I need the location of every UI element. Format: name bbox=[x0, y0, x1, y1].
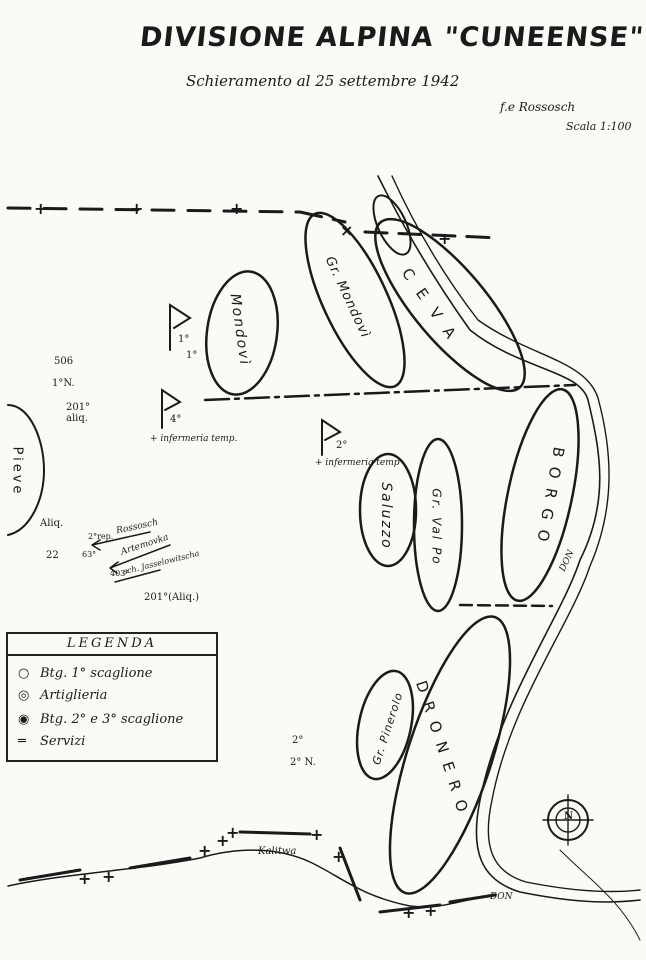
flag-4 bbox=[161, 388, 182, 429]
river-don-bank bbox=[391, 175, 641, 893]
sector-gr-mondovi bbox=[304, 211, 406, 389]
legend-title: LEGENDA bbox=[8, 634, 216, 656]
legend-box: LEGENDA ○Btg. 1° scaglione ◎Artiglieria … bbox=[6, 632, 218, 762]
river-don bbox=[377, 175, 641, 903]
svg-text:+: + bbox=[102, 867, 115, 886]
sector-ceva-inner bbox=[372, 194, 412, 256]
sector-dronero bbox=[388, 615, 512, 895]
svg-text:+: + bbox=[438, 229, 451, 248]
service-201b: 201°(Aliq.) bbox=[144, 592, 200, 603]
svg-text:+: + bbox=[216, 831, 229, 850]
flag-1 bbox=[169, 303, 192, 351]
label-gr-val-po: Gr. Val Po bbox=[429, 488, 444, 566]
svg-text:+: + bbox=[34, 199, 47, 218]
front-line-top bbox=[6, 206, 302, 214]
infirmary-temp-2: + infermeria temp bbox=[315, 458, 400, 468]
sector-pieve bbox=[7, 404, 46, 536]
service-63: 63° bbox=[82, 550, 97, 559]
sector-saluzzo bbox=[358, 452, 418, 568]
label-pieve: Pieve bbox=[9, 446, 25, 497]
boundary-line-mid bbox=[203, 383, 577, 402]
arrow-artemovka bbox=[109, 544, 171, 574]
map-title: DIVISIONE ALPINA "CUNEENSE" bbox=[138, 22, 646, 53]
marker-2n: 2° N. bbox=[290, 757, 316, 768]
river-label-don-2: DON bbox=[490, 892, 513, 902]
river-label-kalitwa: Kalitwa bbox=[258, 846, 297, 857]
service-403: 403° bbox=[110, 569, 130, 578]
marker-1-infirmary: 1° bbox=[186, 350, 198, 361]
svg-text:+: + bbox=[332, 847, 345, 866]
sector-ceva bbox=[374, 217, 526, 393]
service-2rep: 2°rep. bbox=[88, 532, 114, 541]
svg-text:+: + bbox=[78, 869, 91, 888]
legend-item-1: ○Btg. 1° scaglione bbox=[18, 666, 153, 681]
service-aliq: Aliq. bbox=[40, 518, 64, 529]
label-saluzzo: Saluzzo bbox=[377, 482, 394, 550]
legend-item-2: ◎Artiglieria bbox=[18, 688, 108, 703]
service-1n: 1°N. bbox=[52, 378, 75, 389]
map-scale: Scala 1:100 bbox=[566, 120, 632, 133]
front-line-bottom bbox=[18, 830, 497, 914]
marker-1-flag: 1° bbox=[178, 334, 190, 345]
map-place: f.e Rossosch bbox=[500, 100, 576, 114]
compass-north: N bbox=[564, 811, 574, 822]
service-201: 201° aliq. bbox=[66, 402, 91, 424]
svg-text:+: + bbox=[402, 903, 415, 922]
map-subtitle: Schieramento al 25 settembre 1942 bbox=[186, 72, 460, 90]
service-22: 22 bbox=[46, 550, 59, 561]
flag-2 bbox=[321, 418, 342, 456]
service-506: 506 bbox=[54, 356, 74, 367]
svg-text:+: + bbox=[310, 825, 323, 844]
legend-item-4: ═Servizi bbox=[18, 734, 86, 749]
legend-item-3: ◉Btg. 2° e 3° scaglione bbox=[18, 712, 184, 727]
svg-text:×: × bbox=[340, 221, 353, 240]
marker-2-lower: 2° bbox=[292, 735, 304, 746]
svg-text:+: + bbox=[198, 841, 211, 860]
marker-4: 4° bbox=[170, 414, 182, 425]
svg-text:+: + bbox=[230, 199, 243, 218]
sector-mondovi bbox=[205, 270, 279, 396]
svg-text:+: + bbox=[424, 901, 437, 920]
sector-gr-val-po bbox=[412, 437, 464, 613]
sector-borgo bbox=[500, 387, 580, 603]
infirmary-temp-1: + infermeria temp. bbox=[150, 434, 238, 444]
sector-gr-pinerolo bbox=[355, 669, 415, 781]
boundary-line-low bbox=[458, 603, 554, 608]
arrow-3 bbox=[114, 569, 161, 583]
marker-2: 2° bbox=[336, 440, 348, 451]
arrow-rossosch bbox=[91, 531, 151, 551]
svg-text:+: + bbox=[130, 199, 143, 218]
svg-text:+: + bbox=[226, 823, 239, 842]
